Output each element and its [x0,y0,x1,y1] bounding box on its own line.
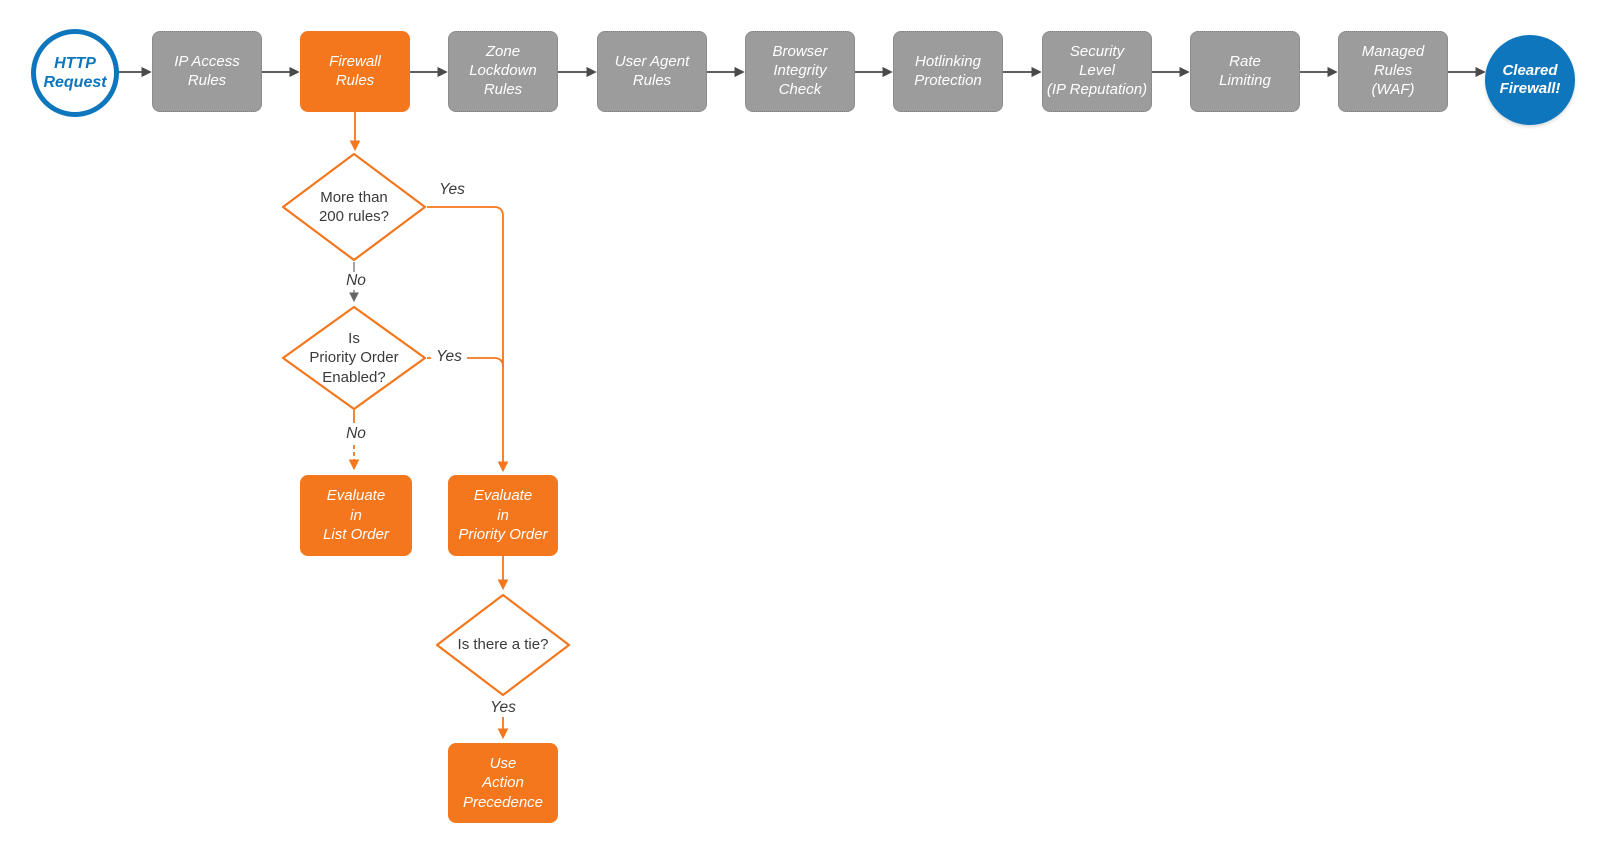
step-label: Managed Rules (WAF) [1361,43,1425,98]
step-label: Hotlinking Protection [914,52,982,89]
step-ip-access-rules: IP Access Rules [152,31,262,112]
diamond-shape [281,305,427,411]
decision-priority-order-enabled: Is Priority Order Enabled? [281,305,427,411]
action-label: Evaluate in List Order [323,487,389,544]
step-label: Zone Lockdown Rules [469,43,537,98]
edge-label-tie-yes: Yes [490,699,516,716]
edge-label-priority-no: No [346,425,366,442]
step-user-agent-rules: User Agent Rules [597,31,707,112]
decision-more-than-200-rules: More than 200 rules? [281,152,427,262]
step-label: Security Level (IP Reputation) [1046,43,1148,98]
end-node-cleared-firewall: Cleared Firewall! [1485,35,1575,125]
step-browser-integrity-check: Browser Integrity Check [745,31,855,112]
step-rate-limiting: Rate Limiting [1190,31,1300,112]
step-managed-rules-waf: Managed Rules (WAF) [1338,31,1448,112]
step-hotlinking-protection: Hotlinking Protection [893,31,1003,112]
step-label: IP Access Rules [174,52,240,89]
decision-label: More than 200 rules? [318,188,390,226]
edge-label-rule-count-no: No [341,272,371,290]
action-evaluate-in-priority-order: Evaluate in Priority Order [448,475,558,556]
action-evaluate-in-list-order: Evaluate in List Order [300,475,412,556]
action-label: Evaluate in Priority Order [458,487,548,544]
step-zone-lockdown-rules: Zone Lockdown Rules [448,31,558,112]
start-node-label: HTTP Request [43,54,107,91]
edge-label-priority-yes: Yes [431,348,467,366]
step-security-level: Security Level (IP Reputation) [1042,31,1152,112]
edge-label-rule-count-yes: Yes [439,181,465,198]
step-label: Rate Limiting [1219,52,1271,89]
diamond-shape [281,152,427,262]
decision-label: Is Priority Order Enabled? [309,329,399,386]
decision-label: Is there a tie? [457,636,549,654]
decision-is-there-a-tie: Is there a tie? [435,593,571,697]
edge-rule-count-yes-to-priority-evaluate [427,206,509,473]
step-label: Firewall Rules [329,52,381,89]
end-node-label: Cleared Firewall! [1499,62,1561,97]
start-node-http-request: HTTP Request [31,29,119,117]
step-firewall-rules: Firewall Rules [300,31,410,112]
edge-priority-yes-merge [427,357,504,368]
action-use-action-precedence: Use Action Precedence [448,743,558,823]
action-label: Use Action Precedence [462,754,544,811]
step-label: Browser Integrity Check [772,43,828,98]
step-label: User Agent Rules [614,52,690,89]
diamond-shape [435,593,571,697]
